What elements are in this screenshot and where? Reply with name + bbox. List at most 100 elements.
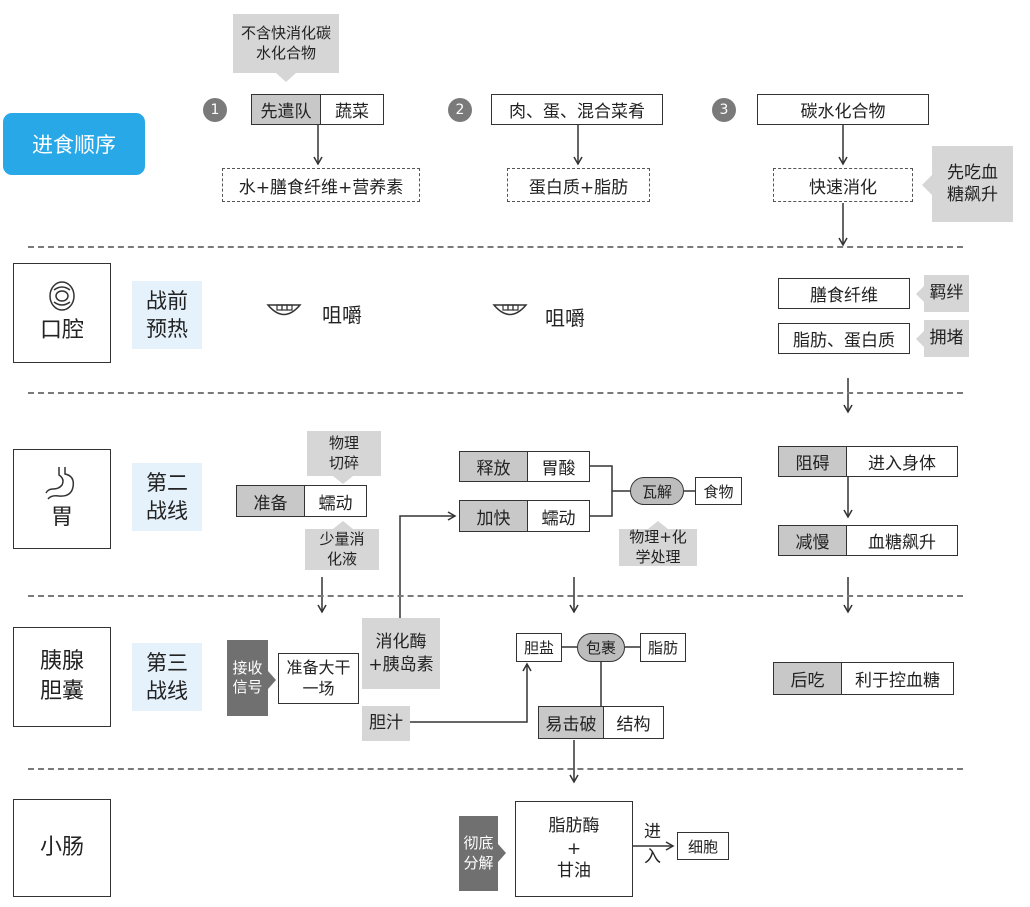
fiber-box: 膳食纤维 <box>778 278 910 309</box>
order-number-2-text: 2 <box>455 102 465 118</box>
order-number-3: 3 <box>712 98 736 122</box>
fiber-pointer <box>916 286 924 302</box>
wrap-text: 包裹 <box>585 639 616 657</box>
release-label: 释放 <box>460 452 528 481</box>
ready-box: 准备大干一场 <box>278 653 359 704</box>
veg-note-text: 不含快消化碳水化合物 <box>240 24 331 62</box>
process-callout: 物理+化学处理 <box>619 528 697 566</box>
fiber-text: 膳食纤维 <box>810 286 878 306</box>
teeth-icon <box>492 304 528 316</box>
food-box: 食物 <box>695 477 742 505</box>
break-structure-box: 易击破 结构 <box>538 706 664 739</box>
carb-result-text: 快速消化 <box>809 177 877 198</box>
cell-box: 细胞 <box>677 832 729 860</box>
fat-protein-box: 脂肪、蛋白质 <box>778 323 910 354</box>
dissolve-text: 瓦解 <box>641 482 672 501</box>
peristalsis2-label: 蠕动 <box>541 508 576 529</box>
slow-rise-box: 减慢 血糖飙升 <box>778 525 958 556</box>
prep-peristalsis-box: 准备 蠕动 <box>236 485 367 517</box>
meat-food-label: 肉、蛋、混合菜肴 <box>509 102 645 122</box>
divider-3 <box>28 595 963 597</box>
veg-food-label: 蔬菜 <box>335 102 369 122</box>
divider-4 <box>28 768 963 770</box>
wrap-pill: 包裹 <box>577 633 625 662</box>
acid-label: 胃酸 <box>541 459 576 479</box>
bile-callout: 胆汁 <box>362 706 410 741</box>
meat-result-text: 蛋白质+脂肪 <box>528 177 629 198</box>
cell-text: 细胞 <box>687 837 718 856</box>
order-number-2: 2 <box>448 98 472 122</box>
release-acid-box: 释放 胃酸 <box>459 451 590 482</box>
peristalsis-label: 蠕动 <box>318 493 353 514</box>
divider-2 <box>28 392 963 394</box>
liquid-text: 少量消化液 <box>319 530 365 568</box>
slow-label: 减慢 <box>779 526 847 555</box>
chew-label-1: 咀嚼 <box>322 303 362 327</box>
side-pointer <box>922 175 932 195</box>
stage-mouth-tag-text: 战前预热 <box>146 288 188 341</box>
order-number-1-text: 1 <box>210 102 220 118</box>
lipase-glycerol-box: 脂肪酶 + 甘油 <box>515 801 633 897</box>
enter-body-label: 进入身体 <box>868 454 936 474</box>
plus-text: + <box>566 838 582 859</box>
bile-salt-box: 胆盐 <box>516 633 562 662</box>
block-label: 阻碍 <box>779 447 847 476</box>
structure-label: 结构 <box>616 715 651 735</box>
stage-intestine-label: 小肠 <box>39 835 84 861</box>
carb-box: 碳水化合物 <box>757 94 929 125</box>
stage-pancreas: 胰腺胆囊 <box>13 627 111 727</box>
stage-intestine: 小肠 <box>13 799 111 897</box>
stage-stomach-tag: 第二战线 <box>132 463 202 531</box>
signal-callout: 接收信号 <box>227 640 268 716</box>
bile-text: 胆汁 <box>369 713 403 734</box>
speed-peristalsis-box: 加快 蠕动 <box>459 500 590 532</box>
signal-text: 接收信号 <box>232 658 263 697</box>
stage-pancreas-label: 胰腺胆囊 <box>39 649 84 704</box>
speed-label: 加快 <box>460 501 528 531</box>
title-badge: 进食顺序 <box>3 113 145 175</box>
process-pointer <box>648 521 668 529</box>
fat-effect-text: 拥堵 <box>929 328 964 349</box>
veg-lead-label: 先遣队 <box>252 95 321 124</box>
fat-box: 脂肪 <box>640 633 686 662</box>
later-benefit-box: 后吃 利于控血糖 <box>773 662 954 695</box>
fiber-effect-text: 羁绊 <box>929 283 964 304</box>
fat-pointer <box>916 331 924 347</box>
breakdown-pointer <box>498 844 506 862</box>
enzyme-text: 消化酶+胰岛素 <box>368 632 434 675</box>
stage-pancreas-tag-text: 第三战线 <box>146 650 188 703</box>
fiber-effect-callout: 羁绊 <box>924 275 969 312</box>
stomach-icon <box>45 467 75 500</box>
order-number-3-text: 3 <box>719 102 729 118</box>
liquid-callout: 少量消化液 <box>305 529 379 570</box>
divider-1 <box>28 246 963 248</box>
order-number-1: 1 <box>203 98 227 122</box>
meat-box: 肉、蛋、混合菜肴 <box>491 94 663 125</box>
note-pointer <box>276 73 296 82</box>
carb-side-text: 先吃血糖飙升 <box>947 162 998 205</box>
lipase-text: 脂肪酶 <box>548 815 600 836</box>
stage-mouth: 口腔 <box>13 263 111 363</box>
veg-note-callout: 不含快消化碳水化合物 <box>233 14 339 73</box>
breakdown-text: 彻底分解 <box>463 834 494 872</box>
easy-break-label: 易击破 <box>539 707 604 738</box>
liquid-pointer <box>333 521 353 529</box>
veg-result-text: 水+膳食纤维+营养素 <box>238 177 404 198</box>
arrow-bile-salt <box>410 662 532 723</box>
carb-food-label: 碳水化合物 <box>800 102 886 122</box>
meat-result-box: 蛋白质+脂肪 <box>507 168 650 202</box>
merge-bracket <box>590 465 613 517</box>
chew-label-2: 咀嚼 <box>545 306 585 330</box>
arrow-enzyme-speed <box>399 511 457 618</box>
enter-label: 进入 <box>644 820 664 869</box>
carb-result-box: 快速消化 <box>773 168 913 202</box>
process-text: 物理+化学处理 <box>629 528 687 566</box>
sugar-rise-label: 血糖飙升 <box>868 533 936 553</box>
fat-text: 脂肪 <box>647 639 678 657</box>
stage-stomach: 胃 <box>13 449 111 549</box>
carb-side-callout: 先吃血糖飙升 <box>932 146 1013 222</box>
veg-box: 先遣队 蔬菜 <box>251 94 384 125</box>
mouth-icon <box>49 281 75 311</box>
block-enter-box: 阻碍 进入身体 <box>778 446 958 477</box>
